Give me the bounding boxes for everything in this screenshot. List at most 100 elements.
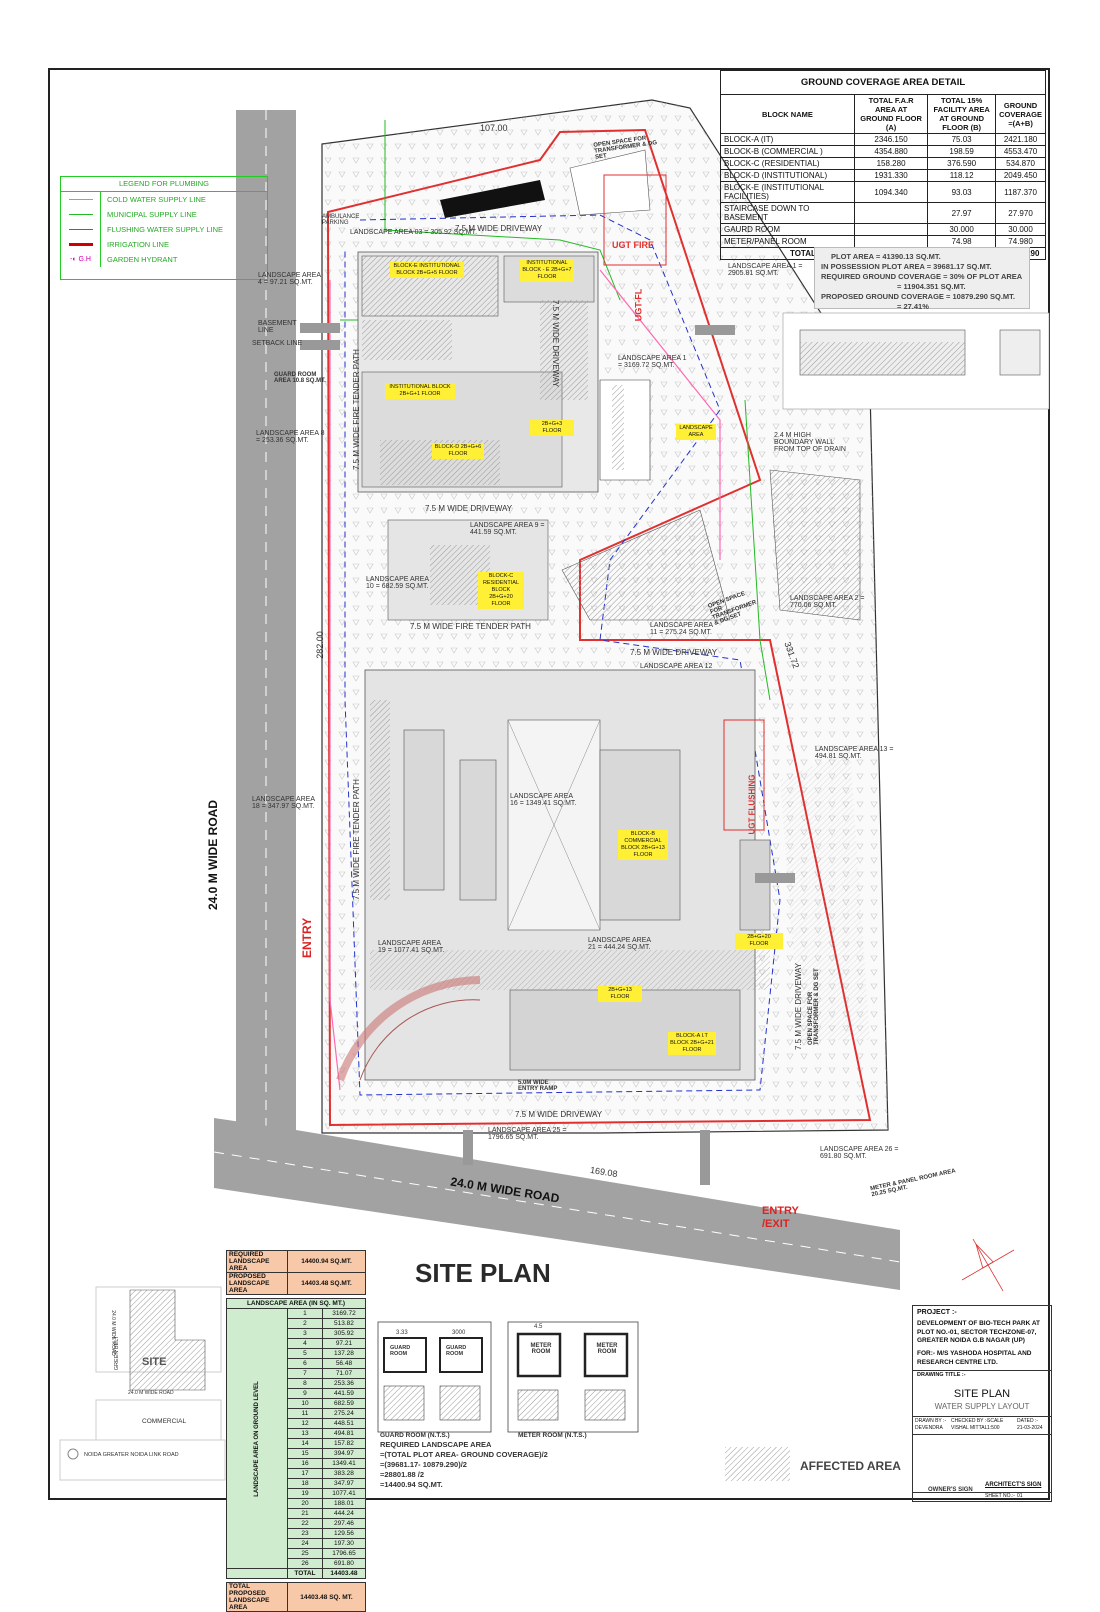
ls-required-value: 14400.94 SQ.MT. (287, 1250, 366, 1273)
garden-hydrant-icon: -◐ G.H (61, 252, 101, 267)
legend-label: IRRIGATION LINE (107, 240, 169, 249)
landscape-label: LANDSCAPE AREA 03 = 305.92 SQ.MT. (350, 229, 478, 236)
ls-proposed-label: PROPOSED LANDSCAPE AREA (226, 1272, 288, 1295)
ls-row-number: 20 (287, 1498, 323, 1509)
block-e-facility-label: INSTITUTIONAL BLOCK - E 2B+G+7 FLOOR (520, 259, 574, 282)
drawing-sheet-border (48, 68, 1050, 1500)
ls-row-value: 441.59 (321, 1388, 367, 1399)
affected-area-label: AFFECTED AREA (800, 1459, 901, 1473)
guard-room-label: GUARD ROOM AREA 10.8 SQ.MT. (274, 372, 326, 384)
road-label-vertical: 24.0 M WIDE ROAD (206, 799, 220, 910)
legend-item: FLUSHING WATER SUPPLY LINE (61, 222, 267, 237)
legend-item: IRRIGATION LINE (61, 237, 267, 252)
key-plan-road: 24.0 M WIDE ROAD (128, 1390, 174, 1396)
ls-row-value: 275.24 (321, 1408, 367, 1419)
landscape-label: LANDSCAPE AREA 11 = 275.24 SQ.MT. (650, 622, 713, 636)
driveway-label: 7.5 M WIDE DRIVEWAY (455, 224, 543, 233)
landscape-label: LANDSCAPE AREA 4 = 97.21 SQ.MT. (258, 272, 321, 286)
legend-label: FLUSHING WATER SUPPLY LINE (107, 225, 223, 234)
ls-row-number: 14 (287, 1438, 323, 1449)
ls-row-value: 97.21 (321, 1338, 367, 1349)
note-line: =14400.94 SQ.MT. (380, 1480, 443, 1489)
ls-row-value: 137.28 (321, 1348, 367, 1359)
gc-cell: 30.000 (927, 223, 997, 236)
ls-row-value: 682.59 (321, 1398, 367, 1409)
dated-value: 21-03-2024 (1017, 1425, 1043, 1431)
ugt-flushing-label: UGT FLUSHING (747, 774, 757, 835)
gc-cell: BLOCK-D (INSTITUTIONAL) (720, 169, 855, 182)
ls-required-label: REQUIRED LANDSCAPE AREA (226, 1250, 288, 1273)
landscape-label: LANDSCAPE AREA 2 = 770.06 SQ.MT. (790, 595, 865, 609)
landscape-label: LANDSCAPE AREA 18 = 347.97 SQ.MT. (252, 796, 315, 810)
ambulance-parking-label: AMBULANCE PARKING (322, 214, 360, 226)
ls-proposed-value: 14403.48 SQ.MT. (287, 1272, 366, 1295)
dimension-label: 3.33 (396, 1330, 408, 1336)
gc-cell: 74.98 (927, 235, 997, 248)
floor-label: 2B+G+20 FLOOR (735, 933, 783, 949)
gc-cell: STAIRCASE DOWN TO BASEMENT (720, 202, 855, 224)
ls-row-number: 18 (287, 1478, 323, 1489)
gc-cell: 27.97 (927, 202, 997, 224)
note-line: =(TOTAL PLOT AREA- GROUND COVERAGE)/2 (380, 1450, 548, 1459)
gc-cell (853, 235, 929, 248)
note-line: =(39681.17- 10879.290)/2 (380, 1460, 467, 1469)
block-d-label: BLOCK-D 2B+G+6 FLOOR (432, 443, 484, 459)
gc-cell: 27.970 (995, 202, 1046, 224)
ls-total-proposed-value: 14403.48 SQ. MT. (287, 1582, 366, 1612)
ls-row-number: 21 (287, 1508, 323, 1519)
ls-row-number: 17 (287, 1468, 323, 1479)
gc-header: TOTAL F.A.R AREA AT GROUND FLOOR (A) (853, 94, 929, 134)
ls-row-number: 26 (287, 1558, 323, 1569)
block-e-label: BLOCK-E INSTITUTIONAL BLOCK 2B+G+5 FLOOR (390, 262, 464, 278)
legend-item: -◐ G.H GARDEN HYDRANT (61, 252, 267, 267)
ls-side-label: LANDSCAPE AREA ON GROUND LEVEL (226, 1308, 288, 1569)
gc-cell: BLOCK-E (INSTITUTIONAL FACILITIES) (720, 181, 855, 203)
ls-total-proposed-label: TOTAL PROPOSED LANDSCAPE AREA (226, 1582, 288, 1612)
driveway-label: 7.5 M WIDE DRIVEWAY (630, 648, 718, 657)
dimension-left: 282.00 (314, 631, 325, 659)
gc-cell: 1187.370 (995, 181, 1046, 203)
landscape-label: LANDSCAPE AREA 9 = 441.59 SQ.MT. (470, 522, 545, 536)
plot-info-line: PLOT AREA = 41390.13 SQ.MT. (831, 252, 941, 261)
landscape-label: LANDSCAPE AREA 16 = 1349.41 SQ.MT. (510, 793, 577, 807)
key-plan-road: 24.0 M WIDE ROAD (109, 1310, 116, 1356)
ugt-fire-label: UGT FIRE (612, 240, 654, 250)
floor-label: 2B+G+3 FLOOR (530, 420, 574, 436)
gc-cell: METER/PANEL ROOM (720, 235, 855, 248)
meter-room-caption: METER ROOM (N.T.S.) (518, 1432, 587, 1439)
gc-cell: 198.59 (927, 145, 997, 158)
entry-label: ENTRY (300, 917, 314, 958)
title-block-subtitle: WATER SUPPLY LAYOUT (934, 1402, 1030, 1411)
gc-cell: 2049.450 (995, 169, 1046, 182)
legend-label: GARDEN HYDRANT (107, 255, 178, 264)
gc-cell: 376.590 (927, 157, 997, 170)
gc-cell: BLOCK-C (RESIDENTIAL) (720, 157, 855, 170)
entry-ramp-label: 5.0M WIDE ENTRY RAMP (518, 1080, 558, 1092)
landscape-label: LANDSCAPE AREA 12 (640, 663, 713, 670)
driveway-label: 7.5 M WIDE DRIVEWAY (794, 962, 803, 1050)
table-row: BLOCK-E (INSTITUTIONAL FACILITIES)1094.3… (720, 181, 1046, 203)
guard-room-caption: GUARD ROOM (N.T.S.) (380, 1432, 450, 1439)
ls-row-number: 6 (287, 1358, 323, 1369)
landscape-label: LANDSCAPE AREA 25 = 1796.65 SQ.MT. (488, 1127, 567, 1141)
gc-cell: 1931.330 (853, 169, 929, 182)
ls-row-value: 1796.65 (321, 1548, 367, 1559)
ls-row-number: 19 (287, 1488, 323, 1499)
landscape-label: LANDSCAPE AREA 10 = 682.59 SQ.MT. (366, 576, 429, 590)
ls-row-number: 8 (287, 1378, 323, 1389)
gc-cell (853, 202, 929, 224)
ls-row-value: 448.51 (321, 1418, 367, 1429)
gc-cell: 75.03 (927, 133, 997, 146)
north-arrow-icon (961, 1238, 1015, 1292)
gc-cell: 93.03 (927, 181, 997, 203)
checked-by-value: VISHAL MITTAL (951, 1425, 988, 1431)
gc-cell: 1094.340 (853, 181, 929, 203)
drawn-by-label: DRAWN BY :- (915, 1418, 947, 1424)
floor-label: 2B+G+13 FLOOR (598, 986, 642, 1002)
